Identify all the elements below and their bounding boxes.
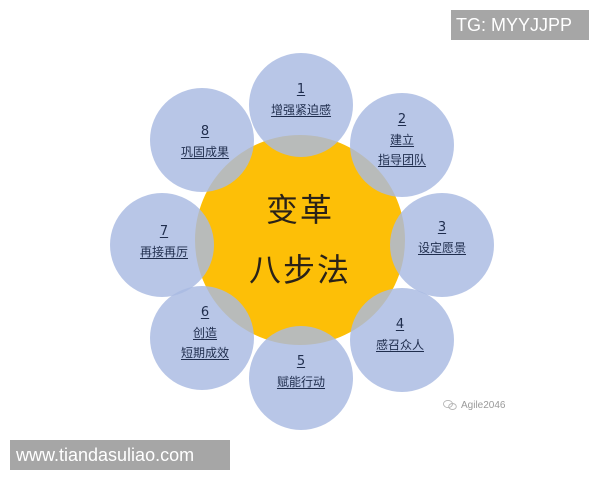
watermark-bottom-left: www.tiandasuliao.com: [10, 440, 230, 470]
step-text: 感召众人: [375, 338, 425, 352]
step-text: 赋能行动: [276, 375, 326, 389]
step-6-label: 6 创造 短期成效: [181, 303, 229, 363]
step-number: 8: [200, 124, 210, 139]
center-title-line1: 变革: [265, 191, 335, 229]
credit-watermark: Agile2046: [443, 399, 505, 411]
watermark-top-right: TG: MYYJJPP: [451, 10, 589, 40]
center-title-line2: 八步法: [248, 251, 352, 289]
credit-text: Agile2046: [461, 399, 506, 411]
center-title: 变革 八步法: [249, 180, 351, 300]
step-text: 巩固成果: [180, 145, 230, 159]
petal-step-1: [249, 53, 353, 157]
step-3-label: 3 设定愿景: [418, 218, 466, 258]
step-number: 5: [296, 354, 306, 369]
step-text: 指导团队: [377, 153, 427, 167]
step-number: 1: [296, 82, 306, 97]
step-text: 短期成效: [180, 346, 230, 360]
step-8-label: 8 巩固成果: [181, 122, 229, 162]
petal-step-8: [150, 88, 254, 192]
step-text: 设定愿景: [417, 241, 467, 255]
step-1-label: 1 增强紧迫感: [271, 80, 331, 120]
step-number: 2: [397, 112, 407, 127]
petal-step-2: [350, 93, 454, 197]
petal-step-4: [350, 288, 454, 392]
step-text: 建立: [389, 133, 415, 147]
petal-step-5: [249, 326, 353, 430]
step-number: 7: [159, 224, 169, 239]
step-7-label: 7 再接再厉: [140, 222, 188, 262]
step-text: 增强紧迫感: [270, 103, 332, 117]
step-text: 再接再厉: [139, 245, 189, 259]
step-2-label: 2 建立 指导团队: [378, 110, 426, 170]
step-5-label: 5 赋能行动: [277, 352, 325, 392]
step-number: 4: [395, 317, 405, 332]
petal-step-3: [390, 193, 494, 297]
step-number: 3: [437, 220, 447, 235]
petal-step-6: [150, 286, 254, 390]
step-text: 创造: [192, 326, 218, 340]
step-number: 6: [200, 305, 210, 320]
petal-step-7: [110, 193, 214, 297]
step-4-label: 4 感召众人: [376, 315, 424, 355]
wechat-icon: [443, 399, 457, 410]
